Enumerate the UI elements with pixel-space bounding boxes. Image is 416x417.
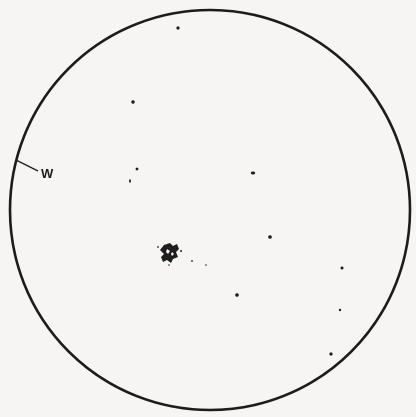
spot	[268, 235, 272, 239]
spot	[341, 267, 344, 270]
spot-cluster-fleck	[168, 264, 170, 266]
spot	[136, 168, 139, 171]
w-marker-label: W	[41, 166, 54, 181]
spot	[129, 179, 131, 183]
spot-cluster-fleck	[180, 250, 182, 252]
spot	[329, 352, 332, 355]
spot	[205, 264, 207, 266]
spot	[176, 26, 179, 29]
spot	[251, 172, 255, 175]
spot	[191, 260, 193, 262]
spot	[235, 293, 239, 297]
spot-cluster-fleck	[157, 246, 159, 248]
spot	[339, 309, 341, 311]
spot	[131, 100, 134, 103]
